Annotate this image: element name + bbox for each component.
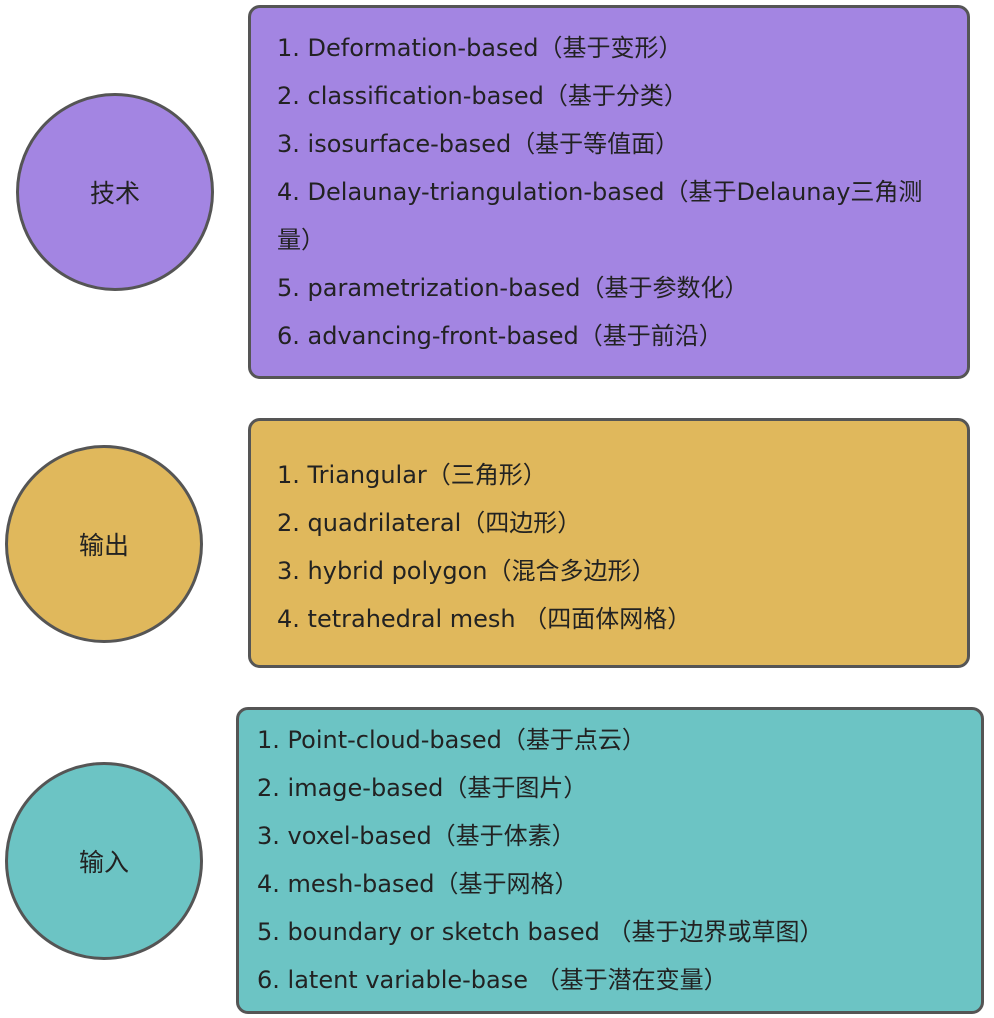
output-item: 1. Triangular（三角形）: [277, 461, 547, 489]
output-list-box: 1. Triangular（三角形） 2. quadrilateral（四边形）…: [248, 418, 970, 668]
technique-list: 1. Deformation-based（基于变形） 2. classifica…: [277, 24, 947, 360]
input-list: 1. Point-cloud-based（基于点云） 2. image-base…: [257, 716, 961, 1004]
input-item: 4. mesh-based（基于网格）: [257, 870, 579, 898]
input-item: 3. voxel-based（基于体素）: [257, 822, 576, 850]
technique-item: 4. Delaunay-triangulation-based（基于Delaun…: [277, 178, 923, 254]
input-item: 1. Point-cloud-based（基于点云）: [257, 726, 646, 754]
output-node: 输出: [5, 445, 203, 643]
output-item: 4. tetrahedral mesh （四面体网格）: [277, 605, 692, 633]
technique-label: 技术: [89, 179, 140, 208]
technique-node: 技术: [16, 93, 214, 291]
output-list: 1. Triangular（三角形） 2. quadrilateral（四边形）…: [277, 451, 947, 643]
technique-item: 3. isosurface-based（基于等值面）: [277, 130, 680, 158]
input-item: 2. image-based（基于图片）: [257, 774, 588, 802]
technique-item: 5. parametrization-based（基于参数化）: [277, 274, 749, 302]
input-list-box: 1. Point-cloud-based（基于点云） 2. image-base…: [236, 707, 984, 1014]
input-item: 5. boundary or sketch based （基于边界或草图）: [257, 918, 824, 946]
input-label: 输入: [78, 848, 129, 877]
input-item: 6. latent variable-base （基于潜在变量）: [257, 966, 728, 994]
technique-item: 6. advancing-front-based（基于前沿）: [277, 322, 723, 350]
technique-list-box: 1. Deformation-based（基于变形） 2. classifica…: [248, 5, 970, 379]
output-label: 输出: [78, 531, 129, 560]
input-node: 输入: [5, 762, 203, 960]
output-item: 2. quadrilateral（四边形）: [277, 509, 582, 537]
output-item: 3. hybrid polygon（混合多边形）: [277, 557, 656, 585]
technique-item: 2. classification-based（基于分类）: [277, 82, 688, 110]
technique-item: 1. Deformation-based（基于变形）: [277, 34, 683, 62]
